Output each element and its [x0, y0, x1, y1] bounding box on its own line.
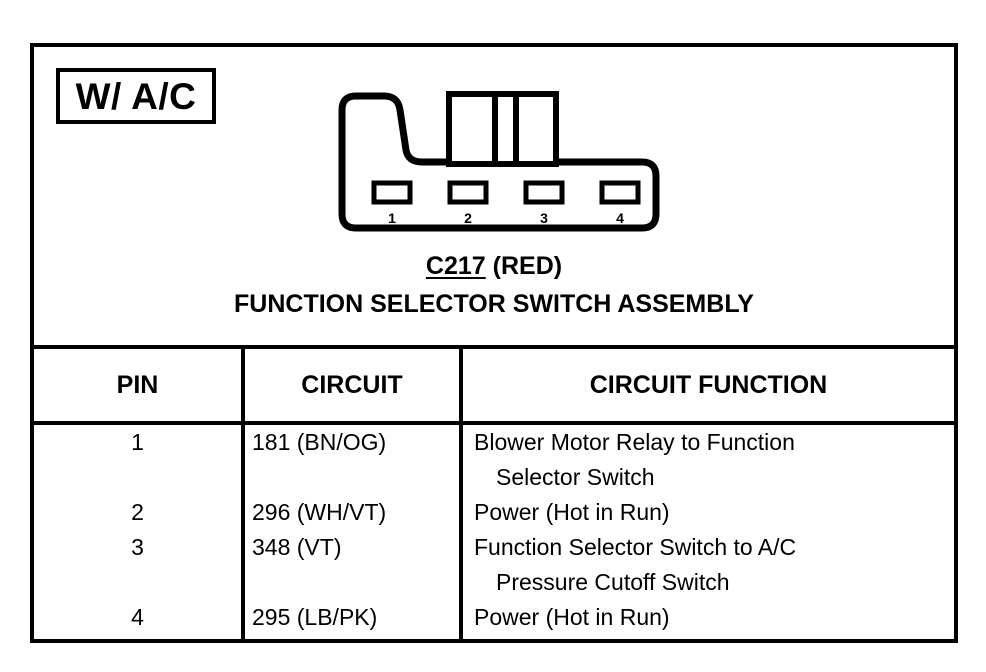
cell-function: Function Selector Switch to A/C Pressure… — [474, 530, 946, 600]
table-header-pin: PIN — [116, 370, 159, 399]
connector-outline-drawing: 1 2 3 4 — [336, 80, 666, 240]
diagram-frame: W/ A/C 1 2 3 4 — [30, 43, 958, 643]
pin-cavity-label-3: 3 — [540, 210, 548, 226]
pin-cavity-1 — [371, 180, 413, 205]
pin-cavity-label-4: 4 — [616, 210, 624, 226]
connector-id-line: C217 (RED) — [34, 252, 954, 281]
cell-pin: 4 — [131, 604, 144, 630]
connector-color: (RED) — [492, 252, 563, 280]
cell-circuit: 296 (WH/VT) — [252, 499, 387, 525]
cell-function-line1: Power (Hot in Run) — [474, 604, 670, 630]
pin-cavity-label-2: 2 — [464, 210, 472, 226]
cell-function-line2: Selector Switch — [496, 464, 655, 490]
pin-cavity-4 — [599, 180, 641, 205]
cell-function: Power (Hot in Run) — [474, 600, 946, 635]
pin-cavity-label-1: 1 — [388, 210, 396, 226]
table-header-row: PIN CIRCUIT CIRCUIT FUNCTION — [34, 349, 954, 425]
pin-function-table: PIN CIRCUIT CIRCUIT FUNCTION 1 181 (BN/O… — [34, 345, 954, 639]
cell-pin: 3 — [131, 534, 144, 560]
cell-function: Blower Motor Relay to Function Selector … — [474, 425, 946, 495]
variant-label-text: W/ A/C — [75, 75, 197, 117]
column-divider-2 — [459, 349, 463, 639]
cell-circuit: 348 (VT) — [252, 534, 342, 560]
cell-function-line1: Function Selector Switch to A/C — [474, 534, 797, 560]
cell-pin: 2 — [131, 499, 144, 525]
connector-assembly-name: FUNCTION SELECTOR SWITCH ASSEMBLY — [234, 289, 754, 318]
cell-pin: 1 — [131, 429, 144, 455]
table-body: 1 181 (BN/OG) Blower Motor Relay to Func… — [34, 425, 954, 639]
cell-function-line2: Pressure Cutoff Switch — [496, 569, 730, 595]
connector-id-spacer — [486, 252, 493, 280]
column-divider-1 — [241, 349, 245, 639]
cell-function: Power (Hot in Run) — [474, 495, 946, 530]
table-header-circuit: CIRCUIT — [301, 370, 403, 399]
variant-label-box: W/ A/C — [56, 68, 216, 124]
cell-function-line1: Power (Hot in Run) — [474, 499, 670, 525]
connector-illustration-panel: W/ A/C 1 2 3 4 — [34, 47, 954, 345]
connector-id: C217 — [425, 252, 486, 280]
cell-circuit: 295 (LB/PK) — [252, 604, 378, 630]
connector-latch-tab — [446, 91, 559, 167]
connector-caption: C217 (RED) FUNCTION SELECTOR SWITCH ASSE… — [34, 252, 954, 319]
cell-circuit: 181 (BN/OG) — [252, 429, 387, 455]
pin-cavity-2 — [447, 180, 489, 205]
table-header-circuit-function: CIRCUIT FUNCTION — [589, 370, 828, 399]
pin-cavity-3 — [523, 180, 565, 205]
cell-function-line1: Blower Motor Relay to Function — [474, 429, 795, 455]
connector-outline-svg — [338, 91, 660, 232]
